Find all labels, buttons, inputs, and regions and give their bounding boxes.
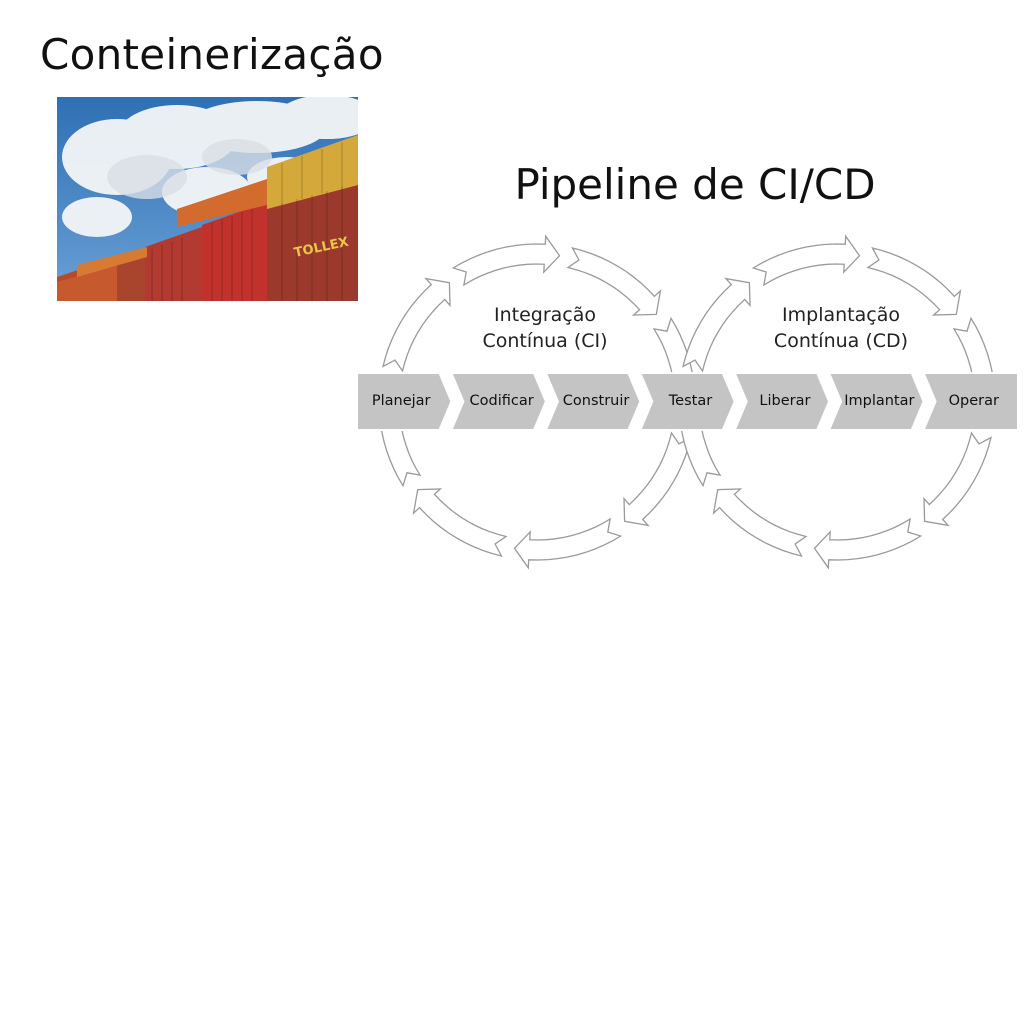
cd-loop-arrow-segment xyxy=(712,488,808,558)
stage-label-liberar: Liberar xyxy=(759,393,811,409)
ci-label-line1: Integração xyxy=(493,304,596,326)
stage-label-operar: Operar xyxy=(948,393,999,409)
cd-loop-arrow-segment xyxy=(813,517,923,570)
stage-label-construir: Construir xyxy=(562,393,630,409)
stage-label-planejar: Planejar xyxy=(371,393,431,409)
ci-cd-infinity-diagram: Integração Contínua (CI) Implantação Con… xyxy=(355,230,1024,570)
stage-chevron xyxy=(638,372,736,431)
stage-label-codificar: Codificar xyxy=(469,393,534,409)
stage-chevron xyxy=(922,372,1019,431)
cd-label-line1: Implantação xyxy=(782,304,900,326)
containerization-title: Conteinerização xyxy=(40,30,384,79)
cd-loop-label: Implantação Contínua (CD) xyxy=(731,302,951,354)
ci-label-line2: Contínua (CI) xyxy=(482,330,608,352)
pipeline-title: Pipeline de CI/CD xyxy=(514,160,876,209)
cd-loop-arrow-segment xyxy=(681,277,751,373)
stage-label-implantar: Implantar xyxy=(844,393,915,409)
cd-loop-arrow-segment xyxy=(751,234,861,287)
shipping-containers-photo: TOLLEX xyxy=(57,97,358,301)
stage-chevron xyxy=(733,372,831,431)
stage-chevron xyxy=(827,372,925,431)
stage-chevron xyxy=(544,372,642,431)
ci-loop-label: Integração Contínua (CI) xyxy=(435,302,655,354)
ci-loop-arrow-segment xyxy=(412,488,508,558)
cd-label-line2: Contínua (CD) xyxy=(773,330,909,352)
stage-chevron xyxy=(449,372,547,431)
cd-loop-arrow-segment xyxy=(866,246,962,316)
ci-loop-arrow-segment xyxy=(451,234,561,287)
infinity-loop-arrows xyxy=(356,234,1019,570)
ci-loop-arrow-segment xyxy=(381,277,451,373)
ci-loop-arrow-segment xyxy=(513,517,623,570)
stage-label-testar: Testar xyxy=(668,393,713,409)
cd-loop-arrow-segment xyxy=(923,431,993,527)
ci-loop-arrow-segment xyxy=(566,246,662,316)
stage-chevron xyxy=(356,372,453,431)
ci-loop-arrow-segment xyxy=(623,431,693,527)
